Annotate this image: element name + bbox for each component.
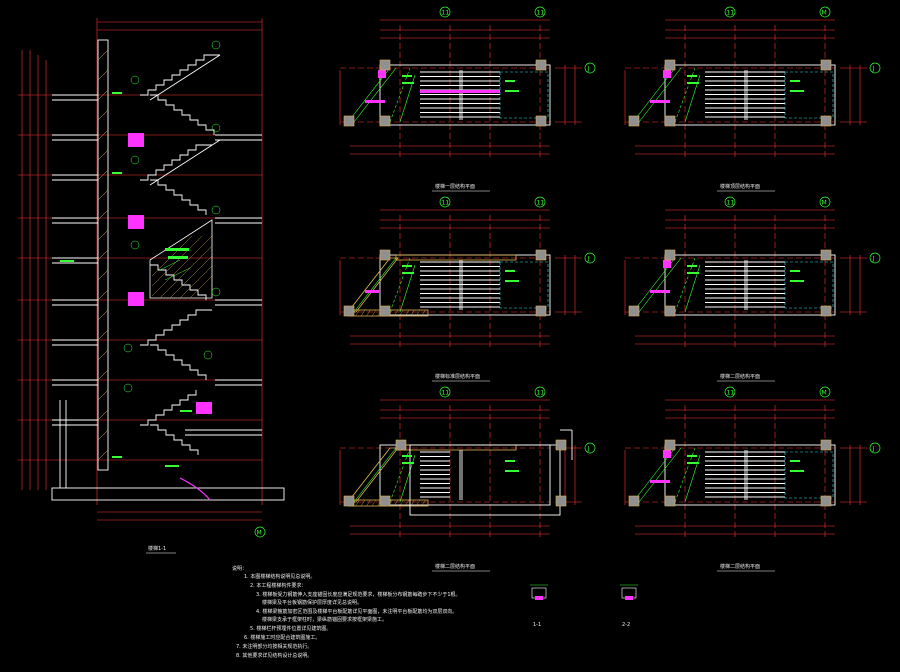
- plan-caption: 楼梯二层结构平面: [435, 563, 475, 570]
- grid-axis-bubble: 11: [442, 390, 450, 397]
- grid-axis-bubble: J: [872, 256, 875, 263]
- detail-2-caption: 2-2: [622, 622, 630, 628]
- stair-section-view: M 楼梯1-1: [18, 18, 285, 554]
- grid-axis-bubble: 11: [537, 200, 545, 207]
- notes-line-5: 4. 楼梯梁箍筋加密区范围及楼梯平台板配筋详见平面图，未注明平台板配筋均为双层双…: [256, 608, 457, 615]
- plan-caption: 楼梯二层结构平面: [720, 563, 760, 570]
- notes-line-8: 6. 楼梯施工时应配合建筑图施工。: [244, 634, 320, 641]
- section-caption: 楼梯1-1: [148, 545, 166, 552]
- detail-1-caption: 1-1: [533, 622, 541, 628]
- notes-line-1: 1. 本图楼梯结构说明见总说明。: [244, 573, 315, 580]
- grid-axis-bubble: 11: [727, 10, 735, 17]
- section-grid-axis: M: [257, 530, 262, 537]
- stair-plan-6: 11 M J 楼梯二层结构平面: [624, 386, 881, 572]
- notes-line-4: 楼梯梁及平台板钢筋保护层厚度详见总说明。: [262, 599, 362, 606]
- grid-axis-bubble: M: [822, 200, 827, 207]
- grid-axis-bubble: J: [587, 446, 590, 453]
- stair-plan-1: 11 11J 楼梯一层结构平面: [339, 6, 596, 192]
- plan-caption: 楼梯顶层结构平面: [720, 183, 760, 190]
- general-notes: 说明： 1. 本图楼梯结构说明见总说明。 2. 本工程楼梯构件要求： 3. 楼梯…: [232, 565, 461, 659]
- grid-axis-bubble: J: [587, 256, 590, 263]
- notes-line-7: 5. 楼梯栏杆预埋件位置详见建筑图。: [250, 625, 331, 632]
- notes-line-6: 楼梯梁支承于框架柱时，梁纵筋锚固要求按框架梁施工。: [262, 616, 387, 623]
- detail-2: 2-2: [620, 584, 638, 628]
- notes-line-3: 3. 楼梯板受力钢筋伸入支座锚固长度应满足规范要求，楼梯板分布钢筋每踏步下不少于…: [256, 591, 461, 598]
- stair-plan-5: 11 11J 楼梯二层结构平面: [339, 386, 596, 572]
- grid-axis-bubble: 11: [442, 200, 450, 207]
- grid-axis-bubble: 11: [727, 200, 735, 207]
- stair-plan-4: 11 M J 楼梯二层结构平面: [624, 196, 881, 382]
- grid-axis-bubble: 11: [442, 10, 450, 17]
- grid-axis-bubble: J: [872, 66, 875, 73]
- notes-title: 说明：: [232, 565, 247, 572]
- grid-axis-bubble: 11: [537, 390, 545, 397]
- plan-caption: 楼梯一层结构平面: [435, 183, 475, 190]
- notes-line-2: 2. 本工程楼梯构件要求：: [250, 582, 306, 589]
- grid-axis-bubble: M: [822, 390, 827, 397]
- grid-axis-bubble: J: [872, 446, 875, 453]
- stair-plan-3: 11 11J 楼梯标准层结构平面: [339, 196, 596, 382]
- grid-axis-bubble: M: [822, 10, 827, 17]
- grid-axis-bubble: 11: [537, 10, 545, 17]
- notes-line-10: 8. 其他要求详见结构设计总说明。: [236, 652, 312, 659]
- grid-axis-bubble: J: [587, 66, 590, 73]
- detail-1: 1-1: [530, 584, 548, 628]
- notes-line-9: 7. 未注明部分均按相关规范执行。: [236, 643, 312, 650]
- grid-axis-bubble: 11: [727, 390, 735, 397]
- plan-caption: 楼梯二层结构平面: [720, 373, 760, 380]
- plan-caption: 楼梯标准层结构平面: [435, 373, 480, 380]
- stair-plan-2: 11 M J 楼梯顶层结构平面: [624, 6, 881, 192]
